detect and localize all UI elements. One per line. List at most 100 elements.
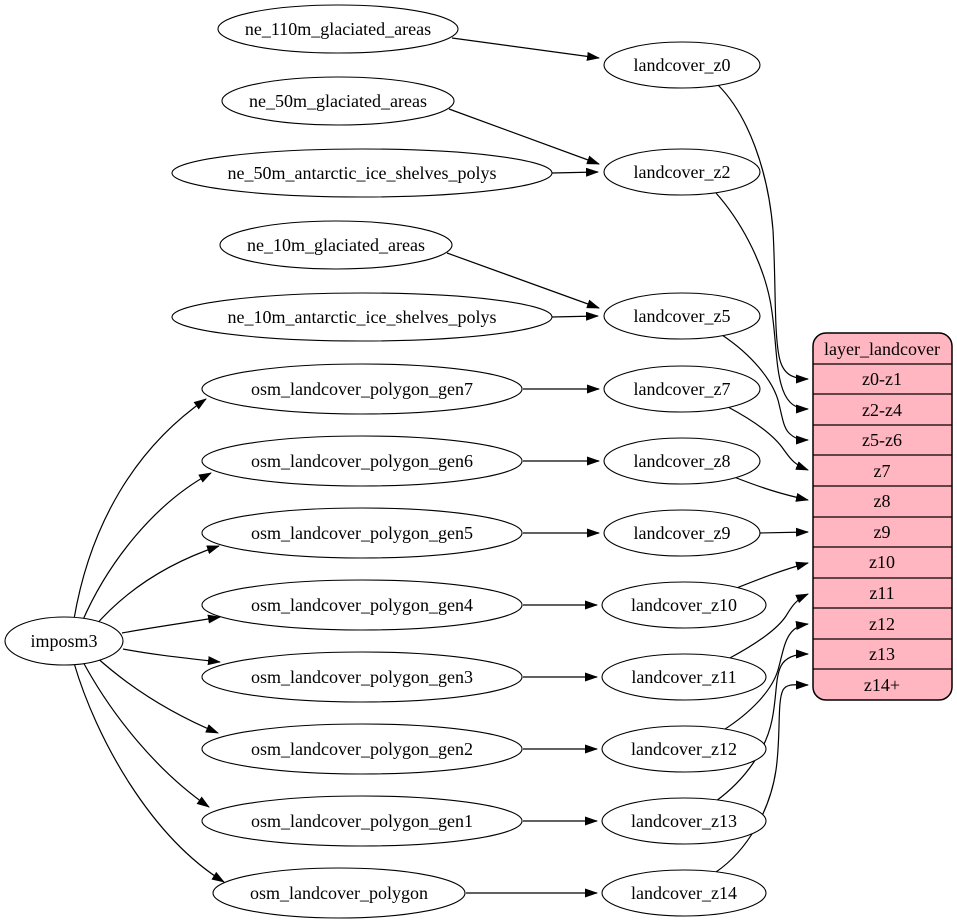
node-ne-50m-antarctic-ice-shelves-polys: ne_50m_antarctic_ice_shelves_polys: [171, 148, 553, 198]
edge-landcover-z0-to-row-z0-z1: [717, 84, 809, 384]
edge-imposm3-to-osm-landcover-polygon-gen1: [81, 659, 210, 808]
node-ellipse: [201, 363, 523, 415]
node-ellipse: [201, 651, 523, 703]
node-landcover-z14: landcover_z14: [601, 869, 767, 917]
node-label: osm_landcover_polygon_gen3: [251, 667, 473, 687]
table-row-z2-z4: z2-z4: [862, 400, 902, 420]
node-label: landcover_z2: [634, 162, 731, 182]
node-ellipse: [201, 579, 523, 631]
edge-ne-10m-glaciated-areas-to-landcover-z5: [446, 252, 600, 309]
node-osm-landcover-polygon-gen3: osm_landcover_polygon_gen3: [201, 651, 523, 703]
node-label: osm_landcover_polygon: [250, 883, 428, 903]
table-row-z11: z11: [869, 583, 894, 603]
edge-landcover-z2-to-row-z2-z4: [715, 192, 809, 414]
edge-ne-50m-glaciated-areas-to-landcover-z2: [448, 108, 600, 165]
node-ellipse: [603, 437, 761, 485]
node-landcover-z0: landcover_z0: [603, 41, 761, 89]
node-ellipse: [601, 869, 767, 917]
node-label: osm_landcover_polygon_gen2: [251, 739, 473, 759]
edge-landcover-z9-to-row-z9: [759, 527, 809, 537]
node-ellipse: [601, 653, 767, 701]
node-osm-landcover-polygon-gen1: osm_landcover_polygon_gen1: [201, 795, 523, 847]
edge-ne-110m-glaciated-areas-to-landcover-z0: [451, 37, 600, 61]
edge-imposm3-to-osm-landcover-polygon-gen5: [93, 545, 220, 628]
table-row-z5-z6: z5-z6: [862, 430, 902, 450]
table-row-z9: z9: [874, 522, 891, 542]
table-row-z10: z10: [869, 552, 895, 572]
node-osm-landcover-polygon: osm_landcover_polygon: [212, 867, 466, 919]
table-row-z13: z13: [869, 644, 895, 664]
node-ellipse: [201, 795, 523, 847]
table-title: layer_landcover: [824, 339, 940, 359]
node-ellipse: [601, 725, 767, 773]
node-ellipse: [603, 509, 761, 557]
edge-imposm3-to-osm-landcover-polygon-gen7: [73, 398, 207, 620]
node-landcover-z12: landcover_z12: [601, 725, 767, 773]
node-landcover-z8: landcover_z8: [603, 437, 761, 485]
node-label: landcover_z8: [634, 451, 731, 471]
node-label: osm_landcover_polygon_gen5: [251, 523, 473, 543]
node-label: landcover_z5: [634, 306, 731, 326]
node-ellipse: [603, 41, 761, 89]
node-osm-landcover-polygon-gen6: osm_landcover_polygon_gen6: [201, 435, 523, 487]
edge-imposm3-to-osm-landcover-polygon-gen3: [122, 648, 221, 666]
node-ellipse: [603, 365, 761, 413]
node-ne-50m-glaciated-areas: ne_50m_glaciated_areas: [221, 76, 455, 126]
node-label: ne_50m_glaciated_areas: [249, 91, 427, 111]
node-ellipse: [601, 797, 767, 845]
node-ellipse: [212, 867, 466, 919]
table-row-z7: z7: [874, 461, 891, 481]
node-landcover-z7: landcover_z7: [603, 365, 761, 413]
node-ne-110m-glaciated-areas: ne_110m_glaciated_areas: [217, 4, 459, 54]
edge-landcover-z7-to-row-z7: [727, 406, 809, 471]
edge-ne-10m-antarctic-ice-shelves-polys-to-landcover-z5: [551, 311, 599, 321]
node-ellipse: [171, 148, 553, 198]
node-osm-landcover-polygon-gen7: osm_landcover_polygon_gen7: [201, 363, 523, 415]
table-row-z14plus: z14+: [864, 675, 900, 695]
edge-landcover-z12-to-row-z12: [721, 621, 809, 732]
node-label: osm_landcover_polygon_gen4: [251, 595, 473, 615]
node-label: ne_10m_glaciated_areas: [247, 235, 425, 255]
node-label: landcover_z9: [634, 523, 731, 543]
node-landcover-z13: landcover_z13: [601, 797, 767, 845]
edge-landcover-z8-to-row-z8: [733, 476, 809, 502]
edge-landcover-z5-to-row-z5-z6: [721, 334, 809, 445]
node-landcover-z10: landcover_z10: [601, 581, 767, 629]
table-row-z12: z12: [869, 614, 895, 634]
edge-landcover-z14-to-row-z14plus: [715, 680, 809, 873]
node-ellipse: [4, 616, 124, 666]
node-ellipse: [201, 435, 523, 487]
node-ellipse: [217, 4, 459, 54]
node-imposm3: imposm3: [4, 616, 124, 666]
node-label: osm_landcover_polygon_gen1: [251, 811, 473, 831]
edge-imposm3-to-osm-landcover-polygon-gen2: [93, 654, 219, 734]
node-ne-10m-antarctic-ice-shelves-polys: ne_10m_antarctic_ice_shelves_polys: [171, 292, 553, 342]
edge-imposm3-to-osm-landcover-polygon-gen6: [81, 472, 212, 623]
node-ellipse: [601, 581, 767, 629]
node-landcover-z2: landcover_z2: [603, 148, 761, 196]
node-label: osm_landcover_polygon_gen6: [251, 451, 473, 471]
edge-imposm3-to-osm-landcover-polygon: [73, 662, 225, 883]
node-ellipse: [219, 220, 453, 270]
table-row-z0-z1: z0-z1: [862, 369, 902, 389]
node-landcover-z5: landcover_z5: [603, 292, 761, 340]
node-label: landcover_z13: [631, 811, 737, 831]
edges-layer: [73, 37, 809, 898]
edge-landcover-z11-to-row-z11: [727, 593, 809, 660]
node-ellipse: [201, 507, 523, 559]
node-label: landcover_z0: [634, 55, 731, 75]
node-osm-landcover-polygon-gen2: osm_landcover_polygon_gen2: [201, 723, 523, 775]
node-label: landcover_z12: [631, 739, 737, 759]
node-ellipse: [603, 148, 761, 196]
table-layer-landcover: layer_landcover z0-z1 z2-z4 z5-z6 z7 z8 …: [812, 332, 953, 701]
node-landcover-z9: landcover_z9: [603, 509, 761, 557]
node-ellipse: [221, 76, 455, 126]
node-label: ne_10m_antarctic_ice_shelves_polys: [228, 307, 497, 327]
node-label: landcover_z14: [631, 883, 737, 903]
node-osm-landcover-polygon-gen4: osm_landcover_polygon_gen4: [201, 579, 523, 631]
edge-imposm3-to-osm-landcover-polygon-gen4: [121, 614, 221, 634]
node-ellipse: [201, 723, 523, 775]
node-ne-10m-glaciated-areas: ne_10m_glaciated_areas: [219, 220, 453, 270]
